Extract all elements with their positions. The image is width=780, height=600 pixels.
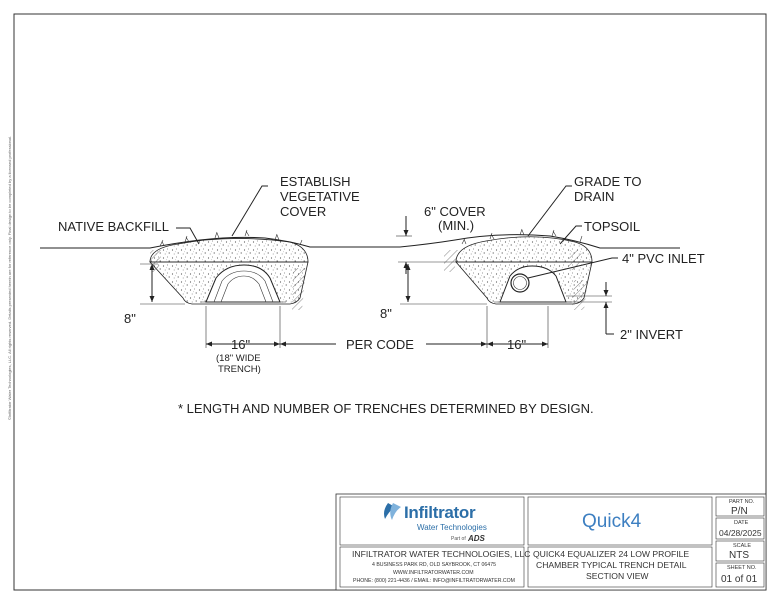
quick4-logo: Quick4 [582, 511, 642, 532]
label-left-width: 16" [231, 337, 250, 352]
right-cover-fill [455, 236, 593, 263]
label-cover-line2: (MIN.) [438, 218, 474, 233]
label-establish-line2: VEGETATIVE [280, 189, 360, 204]
label-per-code: PER CODE [346, 337, 414, 352]
part-no-label: PART NO. [729, 499, 755, 505]
ads-logo: ADS [467, 534, 486, 543]
label-left-depth: 8" [124, 311, 136, 326]
brand-subtitle: Water Technologies [417, 523, 487, 532]
right-native-hatch-left [444, 250, 458, 272]
label-pvc-inlet: 4" PVC INLET [622, 251, 705, 266]
drawing-title-line3: SECTION VIEW [586, 571, 649, 581]
design-note: * LENGTH AND NUMBER OF TRENCHES DETERMIN… [178, 401, 594, 416]
title-block: Infiltrator Water Technologies Part of A… [335, 493, 767, 591]
margin-note: ©Infiltrator Water Technologies, LLC. Al… [7, 136, 12, 420]
label-left-width-note1: (18" WIDE [216, 353, 261, 364]
drawing-title-line2: CHAMBER TYPICAL TRENCH DETAIL [536, 560, 687, 570]
label-invert: 2" INVERT [620, 327, 683, 342]
company-name: INFILTRATOR WATER TECHNOLOGIES, LLC [352, 549, 530, 559]
label-grade-line1: GRADE TO [574, 174, 641, 189]
sheet-label: SHEET NO. [727, 565, 757, 571]
scale-value: NTS [729, 550, 749, 561]
infiltrator-logo-icon [384, 503, 401, 520]
left-cover-fill [149, 238, 309, 263]
date-value: 04/28/2025 [719, 528, 762, 538]
label-establish-line1: ESTABLISH [280, 174, 351, 189]
label-right-width: 16" [507, 337, 526, 352]
part-no-value: P/N [731, 506, 748, 517]
company-website: WWW.INFILTRATORWATER.COM [393, 570, 474, 576]
company-address: 4 BUSINESS PARK RD, OLD SAYBROOK, CT 064… [372, 562, 496, 568]
right-native-hatch-right [568, 250, 582, 270]
company-contact: PHONE: (800) 221-4436 / EMAIL: INFO@INFI… [353, 578, 515, 584]
drawing-title-line1: QUICK4 EQUALIZER 24 LOW PROFILE [533, 549, 689, 559]
part-of-label: Part of [451, 536, 466, 542]
left-trench-section [40, 185, 400, 348]
label-topsoil: TOPSOIL [584, 219, 640, 234]
right-native-hatch-far [572, 280, 588, 310]
label-grade-line2: DRAIN [574, 189, 614, 204]
label-cover-line1: 6" COVER [424, 204, 486, 219]
label-left-width-note2: TRENCH) [218, 364, 261, 375]
right-trench-section [396, 185, 680, 348]
scale-label: SCALE [733, 543, 751, 549]
sheet-value: 01 of 01 [721, 574, 758, 585]
brand-name: Infiltrator [404, 503, 476, 522]
date-label: DATE [734, 520, 749, 526]
left-native-hatch-right [292, 268, 306, 310]
label-native-backfill: NATIVE BACKFILL [58, 219, 169, 234]
label-establish-line3: COVER [280, 204, 326, 219]
label-right-depth: 8" [380, 306, 392, 321]
